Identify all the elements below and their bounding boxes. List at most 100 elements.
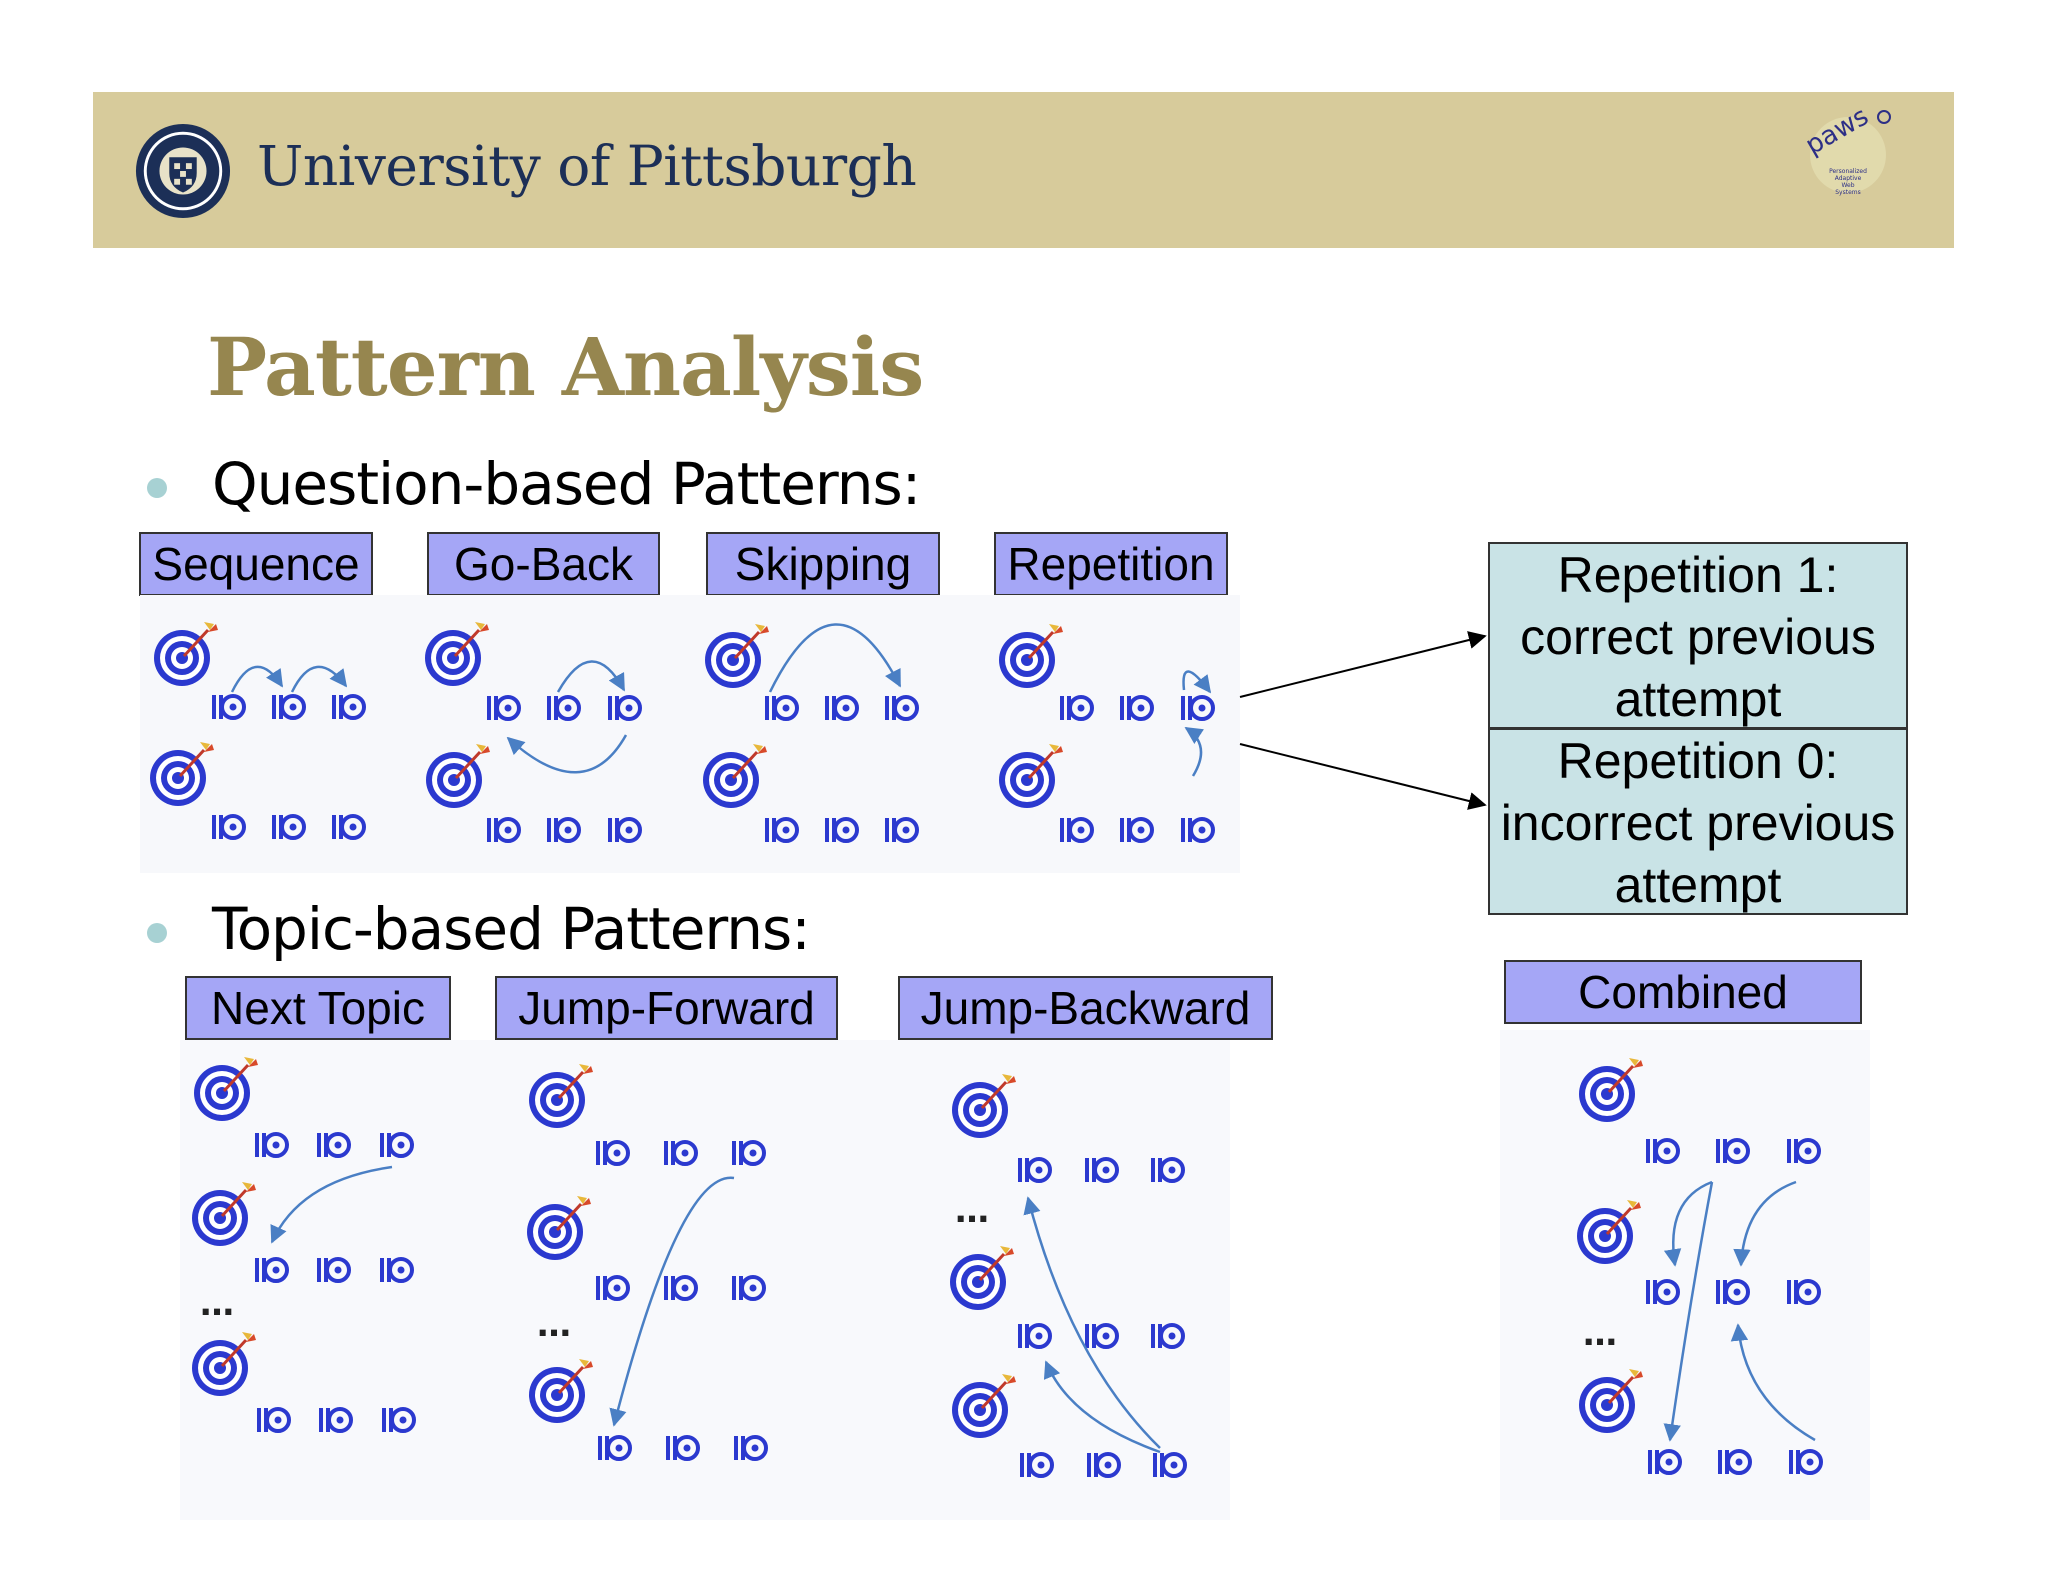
question-icon — [730, 1274, 766, 1302]
question-icon — [594, 1274, 630, 1302]
bullet-dot — [147, 478, 167, 498]
arrow-icon — [1182, 670, 1212, 694]
question-icon — [730, 1139, 766, 1167]
arrow-icon — [1663, 1181, 1714, 1442]
note-line: attempt — [1614, 671, 1782, 727]
question-icon — [545, 816, 581, 844]
target-icon — [1577, 1056, 1645, 1124]
question-icon — [378, 1256, 414, 1284]
target-icon — [701, 742, 769, 810]
target-icon — [948, 1244, 1016, 1312]
target-icon — [148, 740, 216, 808]
target-icon — [192, 1055, 260, 1123]
target-icon — [424, 742, 492, 810]
pattern-next-topic: … — [190, 1055, 416, 1434]
note-repetition-0: Repetition 0: incorrect previous attempt — [1488, 728, 1908, 915]
question-icon — [662, 1274, 698, 1302]
ellipsis: … — [200, 1284, 234, 1324]
target-icon — [1575, 1198, 1643, 1266]
question-icon — [1785, 1137, 1821, 1165]
ellipsis: … — [537, 1305, 571, 1345]
target-icon — [950, 1372, 1018, 1440]
arrow-icon — [270, 1165, 393, 1244]
question-icon — [1646, 1448, 1682, 1476]
pattern-jump-forward: … — [525, 1062, 768, 1462]
label-next-topic: Next Topic — [185, 976, 451, 1040]
slide-title: Pattern Analysis — [207, 320, 924, 414]
question-icon — [378, 1131, 414, 1159]
paws-logo: paws Personalized Adaptive Web Systems — [1801, 103, 1891, 196]
university-seal-icon — [135, 123, 231, 219]
pattern-go-back — [423, 620, 642, 844]
question-icon — [1787, 1448, 1823, 1476]
question-icon — [330, 693, 366, 721]
paws-subtext-3: Web — [1841, 182, 1854, 189]
question-icon — [606, 694, 642, 722]
arrow-to-repetition-1 — [1239, 631, 1487, 698]
question-icon — [883, 816, 919, 844]
pattern-skipping — [701, 622, 919, 844]
pattern-repetition — [997, 622, 1487, 844]
label-skipping: Skipping — [706, 532, 940, 596]
ellipsis: … — [1583, 1314, 1617, 1354]
note-line: attempt — [1614, 857, 1782, 913]
target-icon — [190, 1180, 258, 1248]
section-question-based: Question-based Patterns: — [212, 450, 921, 518]
arrow-icon — [230, 665, 284, 693]
note-line: correct previous — [1520, 609, 1876, 665]
arrow-icon — [1023, 1196, 1161, 1449]
paws-subtext-2: Adaptive — [1835, 175, 1862, 182]
paws-subtext-4: Systems — [1835, 189, 1861, 196]
label-combined: Combined — [1504, 960, 1862, 1024]
arrow-icon — [506, 734, 628, 774]
question-icon — [485, 694, 521, 722]
question-icon — [664, 1434, 700, 1462]
question-icon — [596, 1434, 632, 1462]
target-icon — [997, 622, 1065, 690]
target-icon — [190, 1330, 258, 1398]
question-icon — [1016, 1156, 1052, 1184]
question-icon — [1085, 1451, 1121, 1479]
question-icon — [1018, 1451, 1054, 1479]
arrow-icon — [556, 660, 626, 693]
question-icon — [763, 694, 799, 722]
question-icon — [1016, 1322, 1052, 1350]
header-banner — [93, 92, 1954, 248]
arrow-icon — [290, 665, 348, 693]
question-patterns-panel — [140, 595, 1240, 873]
question-icon — [253, 1256, 289, 1284]
question-icon — [210, 813, 246, 841]
target-icon — [152, 620, 220, 688]
question-icon — [594, 1139, 630, 1167]
question-icon — [1785, 1278, 1821, 1306]
target-icon — [423, 620, 491, 688]
note-repetition-1: Repetition 1: correct previous attempt — [1488, 542, 1908, 729]
pattern-jump-backward: … — [948, 1072, 1187, 1479]
arrow-icon — [1043, 1360, 1161, 1454]
target-icon — [527, 1062, 595, 1130]
question-icon — [380, 1406, 416, 1434]
question-icon — [1118, 694, 1154, 722]
question-icon — [763, 816, 799, 844]
question-icon — [732, 1434, 768, 1462]
question-icon — [315, 1131, 351, 1159]
note-line: incorrect previous — [1500, 795, 1896, 851]
label-repetition: Repetition — [994, 532, 1228, 596]
question-icon — [1083, 1156, 1119, 1184]
question-icon — [1149, 1156, 1185, 1184]
label-jump-backward: Jump-Backward — [898, 976, 1273, 1040]
note-line: Repetition 1: — [1557, 547, 1839, 603]
question-icon — [545, 694, 581, 722]
target-icon — [997, 742, 1065, 810]
arrow-icon — [1730, 1323, 1816, 1442]
question-icon — [1644, 1137, 1680, 1165]
target-icon — [527, 1357, 595, 1425]
label-go-back: Go-Back — [427, 532, 660, 596]
arrow-icon — [609, 1176, 735, 1427]
question-icon — [1149, 1322, 1185, 1350]
target-icon — [950, 1072, 1018, 1140]
question-icon — [1179, 816, 1215, 844]
question-icon — [1714, 1137, 1750, 1165]
question-icon — [1083, 1322, 1119, 1350]
